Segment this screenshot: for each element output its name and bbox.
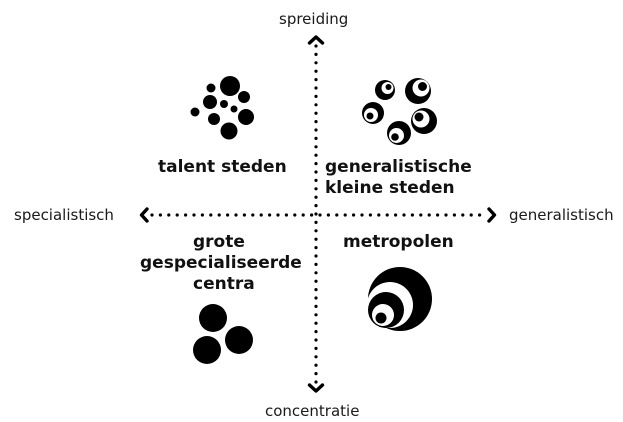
axis-label-left: specialistisch [14,206,114,224]
quadrant-label-line: generalistische [325,157,472,177]
quadrant-label-bottom-right: metropolen [343,232,454,253]
arrow-down-icon [307,383,325,393]
concentric-rings-icon [367,267,432,331]
quadrant-label-line: grote [193,232,245,252]
axis-label-top: spreiding [279,10,349,28]
quadrant-label-top-right: generalistische kleine steden [325,157,472,199]
quadrant-label-top-left: talent steden [158,157,287,178]
quadrant-label-line: centra [193,274,255,294]
axis-label-right: generalistisch [509,206,614,224]
quadrant-label-bottom-left: grote gespecialiseerde centra [140,232,355,295]
three-dots-cluster-icon [193,304,253,364]
quadrant-label-line: gespecialiseerde [140,253,302,273]
axis-label-bottom: concentratie [265,402,360,420]
arrow-right-icon [487,207,497,223]
scattered-dots-icon [190,76,254,140]
quadrant-label-line: talent steden [158,157,287,177]
vertical-axis [307,35,325,393]
ringed-circles-cluster-icon [362,78,437,145]
quadrant-label-line: kleine steden [325,178,455,198]
quadrant-label-line: metropolen [343,232,454,252]
horizontal-axis [139,207,497,223]
arrow-left-icon [139,207,149,223]
arrow-up-icon [307,35,325,45]
